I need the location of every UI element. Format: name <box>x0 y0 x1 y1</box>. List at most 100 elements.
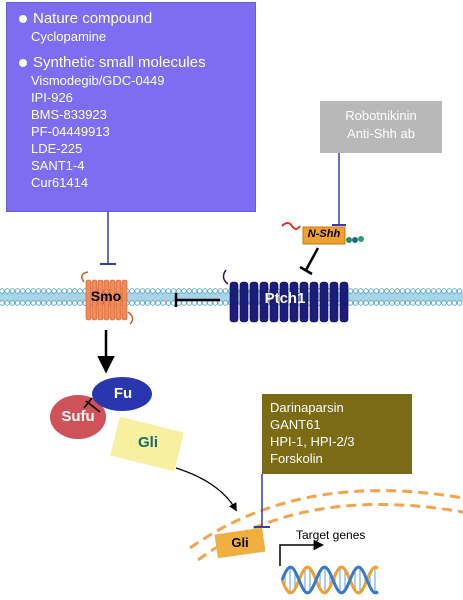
lipid-head <box>186 288 192 294</box>
lipid-head <box>56 300 62 306</box>
lipid-head <box>373 288 380 294</box>
lipid-head <box>436 288 442 294</box>
sufu-complex <box>50 377 152 439</box>
lipid-head <box>40 288 47 294</box>
ptch1-receptor <box>222 269 349 323</box>
lipid-head <box>139 288 146 294</box>
lipid-head <box>4 300 10 306</box>
lipid-head <box>420 288 426 294</box>
gli-cytoplasm-label: Gli <box>137 434 158 451</box>
lipid-head <box>399 288 406 294</box>
lipid-head <box>0 300 5 306</box>
natural-compound-item: Cyclopamine <box>31 29 107 44</box>
lipid-head <box>9 288 16 294</box>
lipid-head <box>368 300 374 306</box>
lipid-head <box>61 300 68 306</box>
gli-inhibitor-item: Forskolin <box>270 451 323 466</box>
lipid-head <box>415 288 421 294</box>
lipid-head <box>217 288 224 294</box>
lipid-head <box>134 288 140 294</box>
smo-helix <box>97 279 104 321</box>
smo-helix <box>91 279 98 321</box>
gli-inhibitor-item: Darinaparsin <box>270 400 344 415</box>
lipid-head <box>436 300 442 306</box>
smo-inhibitors-box: Nature compound Cyclopamine Synthetic sm… <box>6 2 256 212</box>
lipid-head <box>181 288 187 294</box>
lipid-head <box>358 300 364 306</box>
lipid-head <box>368 288 374 294</box>
sufu-label: Sufu <box>61 408 95 425</box>
lipid-head <box>202 300 208 306</box>
lipid-head <box>30 288 36 294</box>
lipid-head <box>61 288 68 294</box>
lipid-head <box>134 300 140 306</box>
synthetic-item: PF-04449913 <box>31 124 110 139</box>
lipid-head <box>66 288 73 294</box>
lipid-head <box>14 300 21 306</box>
lipid-head <box>72 288 78 294</box>
lipid-head <box>430 288 437 294</box>
lipid-head <box>446 300 452 306</box>
lipid-head <box>35 288 42 294</box>
lipid-head <box>347 300 354 306</box>
lipid-head <box>129 288 135 294</box>
ptch1-helix <box>229 281 239 323</box>
lipid-head <box>196 300 203 306</box>
lipid-head <box>404 300 411 306</box>
lipid-head <box>14 288 21 294</box>
lipid-head <box>384 300 390 306</box>
gli-inhibition-line <box>254 474 270 528</box>
shh-inhibition-line <box>332 153 346 226</box>
lipid-head <box>72 300 78 306</box>
lipid-head <box>144 300 151 306</box>
lipid-head <box>186 300 192 306</box>
target-genes-label: Target genes <box>296 528 366 542</box>
lipid-head <box>150 288 156 294</box>
lipid-head <box>165 300 172 306</box>
ptch1-helix <box>329 281 339 323</box>
synthetic-item: BMS-833923 <box>31 107 107 122</box>
lipid-head <box>446 288 452 294</box>
n-shh-label: N-Shh <box>307 228 341 240</box>
lipid-head <box>160 288 166 294</box>
lipid-head <box>30 300 36 306</box>
ptch1-helix <box>259 281 269 323</box>
lipid-head <box>456 288 463 294</box>
lipid-head <box>347 288 354 294</box>
lipid-head <box>415 300 421 306</box>
lipid-head <box>363 288 369 294</box>
synthetic-item: IPI-926 <box>31 90 73 105</box>
lipid-head <box>394 288 400 294</box>
ptch1-helix <box>269 281 279 323</box>
lipid-head <box>46 288 52 294</box>
gli-inhibitor-item: GANT61 <box>270 417 321 432</box>
lipid-head <box>410 300 416 306</box>
lipid-head <box>0 288 5 294</box>
ptch1-helix <box>289 281 299 323</box>
gli-translocation-arrow <box>175 467 237 512</box>
bullet-icon <box>19 58 27 67</box>
lipid-head <box>25 288 31 294</box>
ptch1-helix <box>239 281 249 323</box>
shh-inhibits-ptch1 <box>299 247 320 276</box>
smo-helix <box>85 279 92 321</box>
smo-helix <box>115 279 122 321</box>
ptch1-helix <box>309 281 319 323</box>
lipid-head <box>358 288 364 294</box>
synthetic-item: LDE-225 <box>31 141 83 156</box>
lipid-head <box>9 300 16 306</box>
lipid-head <box>176 288 182 294</box>
shh-inhibitor-item: Anti-Shh ab <box>347 126 415 141</box>
lipid-head <box>425 288 432 294</box>
lipid-head <box>155 300 161 306</box>
lipid-head <box>139 300 146 306</box>
lipid-head <box>170 288 177 294</box>
lipid-head <box>77 288 83 294</box>
smo-inhibition-line <box>100 212 116 265</box>
lipid-head <box>212 300 218 306</box>
lipid-head <box>222 300 229 306</box>
smo-receptor <box>81 271 134 325</box>
gli-cytoplasm <box>110 416 184 472</box>
